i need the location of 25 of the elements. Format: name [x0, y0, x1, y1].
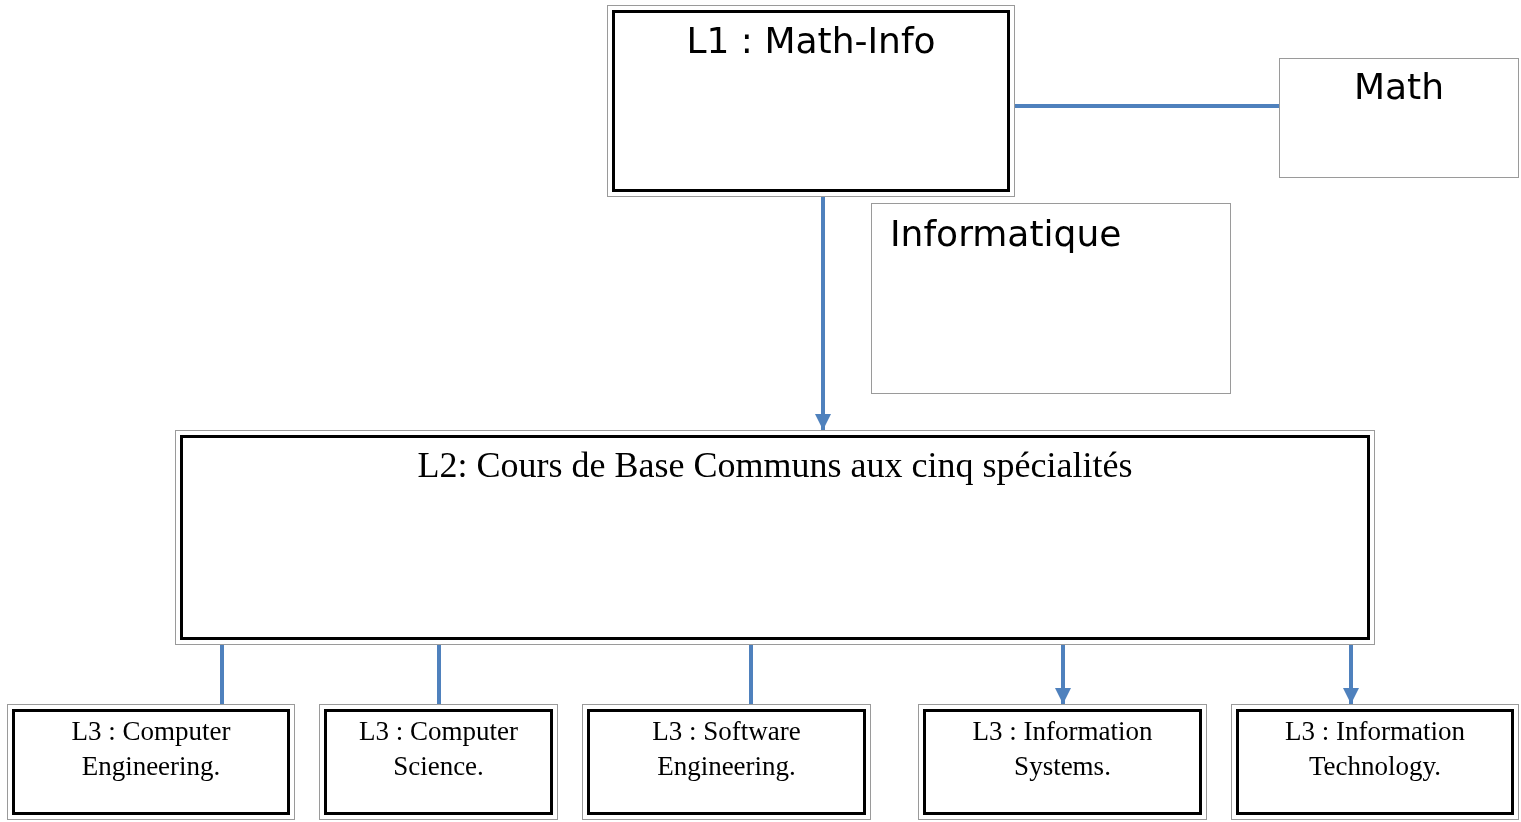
text-box	[582, 704, 871, 820]
text-box	[871, 203, 1231, 394]
text-box	[319, 704, 558, 820]
box-label: L2: Cours de Base Communs aux cinq spécialités	[417, 444, 1133, 487]
text-box	[175, 430, 1375, 645]
text-box	[1231, 704, 1519, 820]
box-label: Informatique	[890, 212, 1122, 256]
text-box	[7, 704, 295, 820]
arrow	[815, 197, 831, 430]
text-box	[918, 704, 1207, 820]
connector-line	[1015, 104, 1279, 108]
box-label: L3 : Computer Science.	[358, 715, 519, 784]
connector-line	[437, 645, 441, 704]
box-label: L3 : Information Systems.	[971, 715, 1154, 784]
box-label: L3 : Computer Engineering.	[70, 715, 232, 784]
connector-line	[749, 645, 753, 704]
box-label: L3 : Software Engineering.	[651, 715, 802, 784]
text-box	[1279, 58, 1519, 178]
arrow	[1343, 645, 1359, 704]
connector-line	[220, 645, 224, 704]
box-label: L3 : Information Technology.	[1284, 715, 1466, 784]
text-box	[607, 5, 1015, 197]
box-label: L1 : Math-Info	[686, 19, 936, 63]
box-label: Math	[1353, 65, 1445, 109]
arrow	[1055, 645, 1071, 704]
